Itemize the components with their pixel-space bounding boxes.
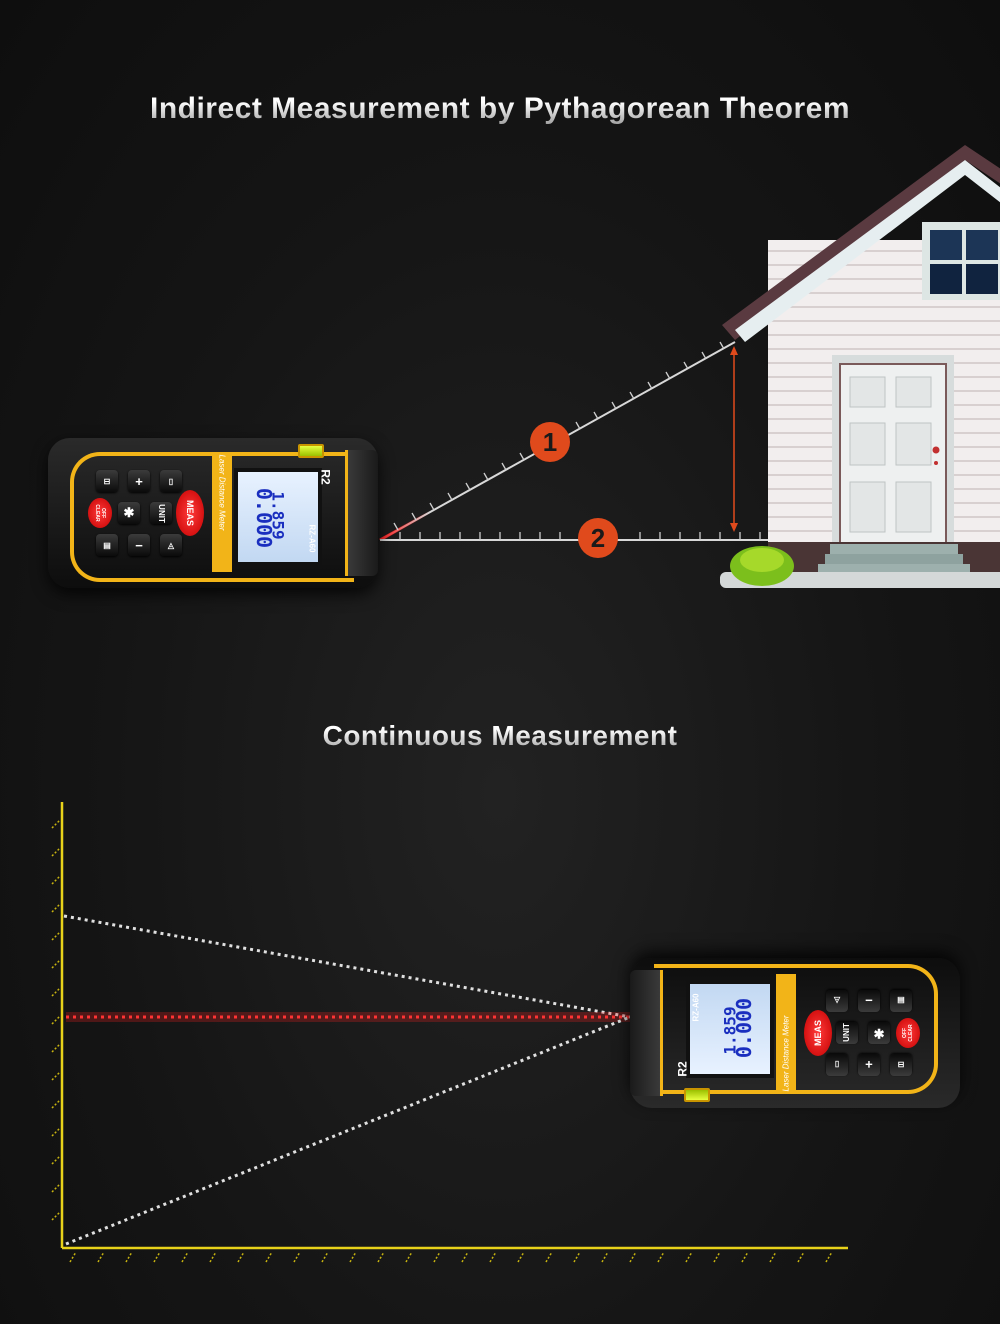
memory-button[interactable]: ▤	[890, 990, 912, 1012]
device-label: Laser Distance Meter	[781, 1015, 791, 1092]
laser-emitter	[345, 450, 378, 576]
brand-logo: R2	[675, 1061, 690, 1077]
plus-button[interactable]: +	[128, 470, 150, 492]
section-title-continuous: Continuous Measurement	[0, 720, 1000, 752]
minus-button[interactable]: −	[858, 990, 880, 1012]
area-volume-button[interactable]: ⊟	[890, 1054, 912, 1076]
bubble-level	[684, 1088, 710, 1102]
unit-button[interactable]: UNIT	[150, 502, 172, 524]
reference-button[interactable]: ▯	[826, 1054, 848, 1076]
house-illustration	[720, 145, 1000, 588]
model-label: RZ-A60	[691, 993, 701, 1022]
upper-laser-beam	[63, 914, 631, 1019]
unit-button[interactable]: UNIT	[836, 1022, 858, 1044]
memory-button[interactable]: ▤	[96, 534, 118, 556]
meas-button[interactable]: MEAS	[176, 490, 204, 536]
backlight-button[interactable]: ✱	[118, 502, 140, 524]
marker-1-badge: 1	[530, 422, 570, 462]
pythagorean-button[interactable]: ◬	[826, 990, 848, 1012]
laser-emitter	[630, 970, 663, 1096]
backlight-button[interactable]: ✱	[868, 1022, 890, 1044]
reference-button[interactable]: ▯	[160, 470, 182, 492]
bubble-level	[298, 444, 324, 458]
section-title-indirect: Indirect Measurement by Pythagorean Theo…	[0, 92, 1000, 126]
laser-meter-device-top: Laser Distance Meter 1.859 0.000 R2 RZ-A…	[48, 438, 378, 588]
minus-button[interactable]: −	[128, 534, 150, 556]
reading-bottom: 0.000	[731, 997, 756, 1059]
plus-button[interactable]: +	[858, 1054, 880, 1076]
area-volume-button[interactable]: ⊟	[96, 470, 118, 492]
off-clear-button[interactable]: OFF CLEAR	[88, 498, 112, 528]
laser-meter-device-bottom: Laser Distance Meter 1.859 0.000 R2 RZ-A…	[630, 958, 960, 1108]
marker-2-badge: 2	[578, 518, 618, 558]
off-clear-button[interactable]: OFF CLEAR	[896, 1018, 920, 1048]
lcd-display: 1.859 0.000	[234, 468, 322, 566]
pythagorean-illustration	[375, 145, 1000, 588]
lower-laser-beam	[65, 1015, 631, 1246]
meas-button[interactable]: MEAS	[804, 1010, 832, 1056]
pythagorean-button[interactable]: ◬	[160, 534, 182, 556]
